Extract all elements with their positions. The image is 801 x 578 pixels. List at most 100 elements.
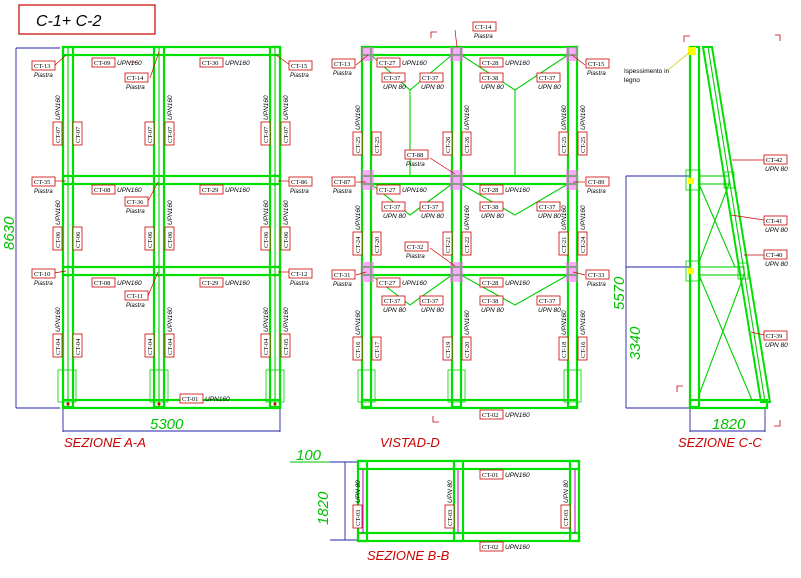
svg-text:CT-28: CT-28 — [482, 60, 498, 67]
d-upn-80-2: UPN 80 — [421, 84, 444, 91]
svg-text:CT-30: CT-30 — [202, 60, 218, 67]
aa-tag-ct11: CT-11 — [124, 290, 149, 301]
cc-note-line2: legno — [624, 77, 640, 84]
aa-note-piastra-3: Piastra — [290, 73, 309, 79]
drawing-title: C-1+ C-2 — [36, 13, 101, 30]
svg-text:CT-04: CT-04 — [55, 338, 62, 355]
d-tag-ct37g: CT-37 — [381, 295, 406, 306]
svg-text:CT-41: CT-41 — [766, 218, 782, 225]
svg-text:CT-22: CT-22 — [464, 237, 471, 253]
dim-aa-height: 8630 — [1, 216, 18, 250]
svg-text:CT-14: CT-14 — [475, 24, 492, 31]
svg-text:CT-06: CT-06 — [167, 231, 174, 248]
aa-upn-4: UPN160 — [225, 187, 250, 194]
section-c-c: 5570 3340 1820 Ispessimento in legno — [611, 34, 788, 450]
d-upn-80-3: UPN 80 — [481, 84, 504, 91]
d-vtag-15: CT-19 — [442, 336, 453, 361]
svg-text:CT-20: CT-20 — [374, 237, 381, 253]
svg-text:CT-10: CT-10 — [34, 271, 50, 278]
aa-tag-ct36: CT-36 — [124, 196, 149, 207]
svg-text:CT-25: CT-25 — [355, 137, 362, 153]
aa-tag-ct35: CT-35 — [31, 176, 56, 187]
d-note-piastra-4: Piastra — [406, 162, 425, 168]
d-note-piastra-7: Piastra — [406, 254, 425, 260]
d-tag-ct27b: CT-27 — [376, 184, 401, 195]
cc-upn-3: UPN 80 — [765, 261, 788, 268]
d-upn-80-10: UPN 80 — [421, 307, 444, 314]
section-label-cc: SEZIONE C-C — [678, 435, 762, 450]
svg-text:UPN 80: UPN 80 — [563, 480, 570, 503]
aa-vtag-8: CT-06 — [72, 226, 83, 251]
d-note-piastra-3: Piastra — [587, 71, 606, 77]
aa-vtag-15: CT-04 — [144, 333, 155, 358]
svg-text:UPN160: UPN160 — [167, 307, 174, 332]
svg-text:CT-33: CT-33 — [588, 272, 604, 279]
svg-text:CT-39: CT-39 — [766, 333, 782, 340]
d-upn-80-12: UPN 80 — [538, 307, 561, 314]
svg-text:CT-27: CT-27 — [379, 187, 396, 194]
d-note-piastra-6: Piastra — [587, 189, 606, 195]
svg-text:UPN160: UPN160 — [561, 310, 568, 335]
d-tag-ct37f: CT-37 — [536, 201, 561, 212]
svg-text:UPN160: UPN160 — [580, 205, 587, 230]
svg-text:CT-25: CT-25 — [561, 137, 568, 153]
svg-text:UPN160: UPN160 — [167, 95, 174, 120]
svg-text:CT-37: CT-37 — [539, 298, 556, 305]
svg-text:CT-17: CT-17 — [374, 341, 381, 358]
svg-text:CT-07: CT-07 — [75, 126, 82, 143]
svg-text:UPN160: UPN160 — [580, 105, 587, 130]
section-b-b: 100 1820 CT-01 UPN160 CT-02 UPN160 CT-03… — [290, 447, 581, 563]
svg-text:CT-37: CT-37 — [384, 298, 401, 305]
svg-text:UPN160: UPN160 — [355, 310, 362, 335]
d-note-piastra-1: Piastra — [474, 34, 493, 40]
svg-text:CT-29: CT-29 — [202, 187, 218, 194]
svg-text:CT-06: CT-06 — [263, 231, 270, 248]
d-upn-80-8: UPN 80 — [538, 213, 561, 220]
svg-text:CT-26: CT-26 — [464, 136, 471, 153]
svg-text:UPN160: UPN160 — [167, 200, 174, 225]
d-tag-ct13: CT-13 — [331, 58, 356, 69]
svg-text:CT-37: CT-37 — [539, 75, 556, 82]
svg-text:UPN160: UPN160 — [355, 105, 362, 130]
svg-text:CT-89: CT-89 — [588, 179, 604, 186]
svg-text:UPN160: UPN160 — [55, 200, 62, 225]
aa-note-piastra-5: Piastra — [126, 209, 145, 215]
cc-tag-ct42: CT-42 — [763, 154, 788, 165]
aa-vtag-9: CT-06 — [144, 226, 155, 251]
d-tag-ct88: CT-88 — [404, 149, 429, 160]
aa-vtag-14: CT-04 — [72, 333, 83, 358]
svg-text:CT-40: CT-40 — [766, 252, 782, 259]
d-vtag-8: CT-20 — [371, 231, 382, 256]
svg-text:UPN160: UPN160 — [464, 205, 471, 230]
svg-text:CT-88: CT-88 — [407, 152, 423, 159]
d-upn-3: UPN160 — [402, 187, 427, 194]
svg-text:CT-21: CT-21 — [445, 237, 452, 253]
svg-text:CT-19: CT-19 — [445, 342, 452, 358]
svg-text:UPN160: UPN160 — [580, 310, 587, 335]
aa-tag-ct08: CT-08 — [91, 184, 116, 195]
aa-upn-1: UPN160 — [117, 60, 142, 67]
svg-text:CT-06: CT-06 — [283, 231, 290, 248]
d-tag-ct31: CT-31 — [331, 269, 356, 280]
svg-text:CT-01: CT-01 — [182, 396, 198, 403]
aa-upn-5: UPN160 — [117, 280, 142, 287]
svg-text:CT-37: CT-37 — [422, 204, 439, 211]
section-label-aa: SEZIONE A-A — [64, 435, 146, 450]
aa-vtag-2: CT-07 — [72, 121, 83, 146]
aa-tag-ct08b: CT-08 — [91, 277, 116, 288]
bb-tag-ct01: CT-01 — [479, 469, 504, 480]
d-tag-ct37e: CT-37 — [419, 201, 444, 212]
svg-text:CT-38: CT-38 — [482, 298, 498, 305]
aa-note-piastra-4: Piastra — [34, 189, 53, 195]
svg-text:CT-04: CT-04 — [147, 338, 154, 355]
svg-text:CT-07: CT-07 — [263, 126, 270, 143]
bb-tag-ct02: CT-02 — [479, 541, 504, 552]
svg-text:CT-37: CT-37 — [422, 75, 439, 82]
svg-text:UPN 80: UPN 80 — [355, 480, 362, 503]
svg-text:UPN160: UPN160 — [263, 95, 270, 120]
